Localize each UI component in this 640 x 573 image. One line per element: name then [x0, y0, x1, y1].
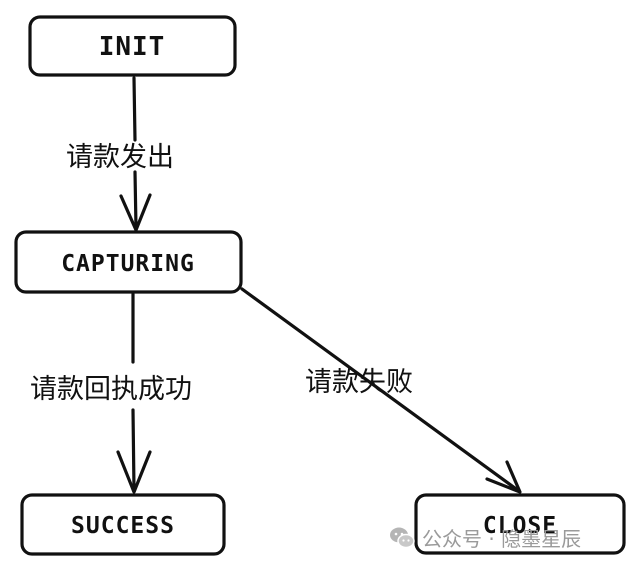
- state-close-label: CLOSE: [483, 513, 557, 539]
- edge-capturing-to-close: [240, 287, 522, 494]
- state-success: SUCCESS: [20, 493, 226, 556]
- state-capturing: CAPTURING: [14, 230, 243, 294]
- edge-label-capturing-to-close: 请款失败: [305, 367, 413, 398]
- state-capturing-label: CAPTURING: [61, 251, 195, 277]
- state-close: CLOSE: [414, 493, 626, 555]
- wechat-icon: [390, 527, 415, 548]
- watermark: 公众号 · 隐墨星辰: [388, 523, 581, 552]
- state-success-label: SUCCESS: [71, 513, 175, 539]
- state-init-label: INIT: [99, 32, 166, 62]
- edge-label-capturing-to-success: 请款回执成功: [30, 374, 192, 405]
- edge-capturing-to-success: [116, 292, 152, 494]
- edge-label-init-to-capturing: 请款发出: [66, 142, 174, 173]
- state-init: INIT: [28, 15, 237, 77]
- edge-init-to-capturing: [119, 76, 152, 232]
- watermark-text: 公众号 · 隐墨星辰: [422, 527, 582, 551]
